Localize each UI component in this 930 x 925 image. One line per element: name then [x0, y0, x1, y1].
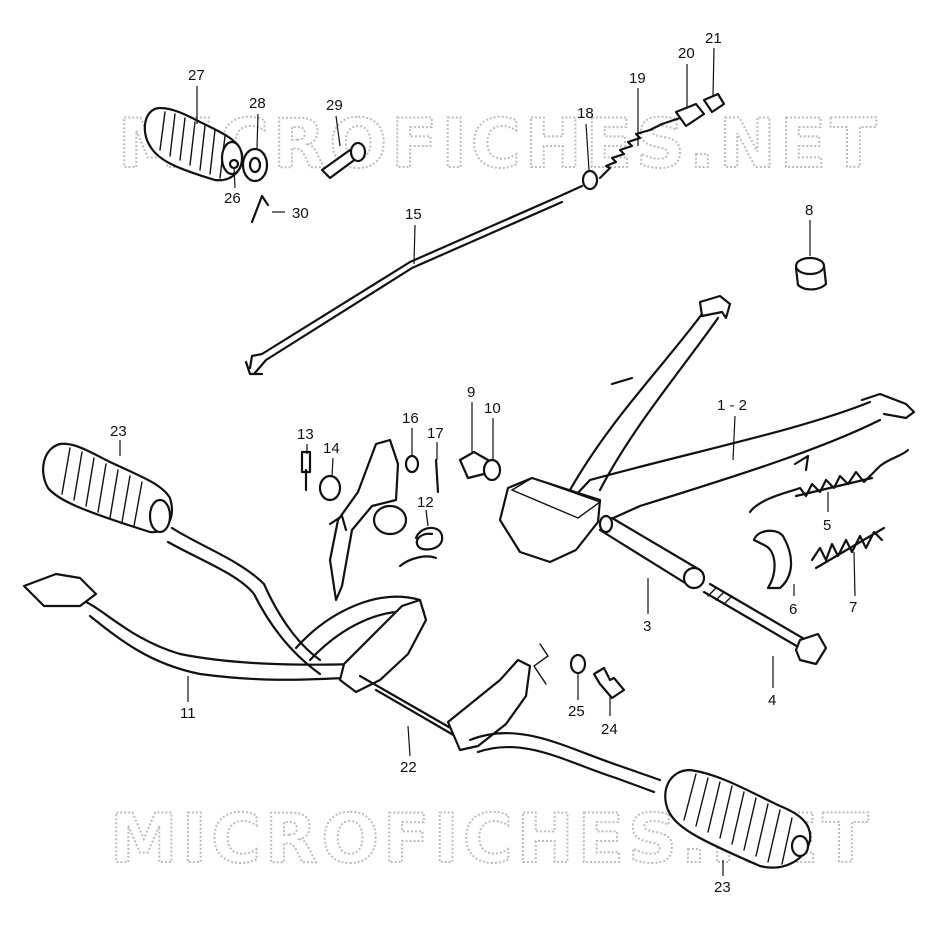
spring-5	[748, 448, 910, 514]
bracket-6	[752, 529, 793, 590]
label-13: 13	[297, 426, 314, 443]
pin-26	[228, 158, 240, 170]
label-9: 9	[467, 384, 475, 401]
label-27: 27	[188, 67, 205, 84]
label-4: 4	[768, 692, 776, 709]
spring-19	[598, 116, 682, 180]
washer-25	[569, 653, 587, 675]
label-28: 28	[249, 95, 266, 112]
brake-pedal-11	[22, 572, 362, 681]
label-14: 14	[323, 440, 340, 457]
brake-rod-15	[244, 184, 584, 376]
label-10: 10	[484, 400, 501, 417]
label-8: 8	[805, 202, 813, 219]
label-24: 24	[601, 721, 618, 738]
footrest-bar-22	[166, 526, 662, 794]
label-20: 20	[678, 45, 695, 62]
brake-lever	[328, 438, 408, 602]
label-6: 6	[789, 601, 797, 618]
footrest-rubber-rear-left	[143, 106, 244, 182]
cap-8	[794, 256, 828, 291]
pin-17	[434, 458, 440, 494]
washer-14	[318, 474, 342, 502]
label-29: 29	[326, 97, 343, 114]
label-12: 12	[417, 494, 434, 511]
leader-lines	[119, 47, 856, 876]
footrest-rubber-front-left	[42, 442, 174, 534]
label-5: 5	[823, 517, 831, 534]
label-3: 3	[643, 618, 651, 635]
bolt-24	[592, 666, 626, 700]
joint-20	[674, 102, 706, 128]
spring-7	[810, 530, 884, 562]
pivot-shaft-3	[598, 514, 706, 590]
label-22: 22	[400, 759, 417, 776]
label-23-bottom: 23	[714, 879, 731, 896]
label-11: 11	[180, 705, 196, 722]
main-stand-1-2	[498, 294, 916, 564]
label-19: 19	[629, 70, 646, 87]
label-21: 21	[705, 30, 722, 47]
label-7: 7	[849, 599, 857, 616]
label-25: 25	[568, 703, 585, 720]
label-30: 30	[292, 205, 309, 222]
footrest-rubber-front-right	[664, 768, 812, 869]
label-18: 18	[577, 105, 594, 122]
label-1-2: 1 - 2	[717, 397, 747, 414]
clevis-pin-29	[320, 141, 367, 180]
bolt-4	[702, 582, 828, 666]
label-23-top: 23	[110, 423, 127, 440]
label-26: 26	[224, 190, 241, 207]
washer-16	[404, 454, 420, 474]
cotter-pin-30	[250, 194, 270, 224]
label-17: 17	[427, 425, 444, 442]
washer-10	[482, 458, 502, 482]
label-15: 15	[405, 206, 422, 223]
washer-28	[241, 147, 269, 183]
label-16: 16	[402, 410, 419, 427]
bolt-13	[300, 450, 312, 492]
nut-18	[581, 169, 599, 191]
spring-12	[398, 526, 444, 568]
